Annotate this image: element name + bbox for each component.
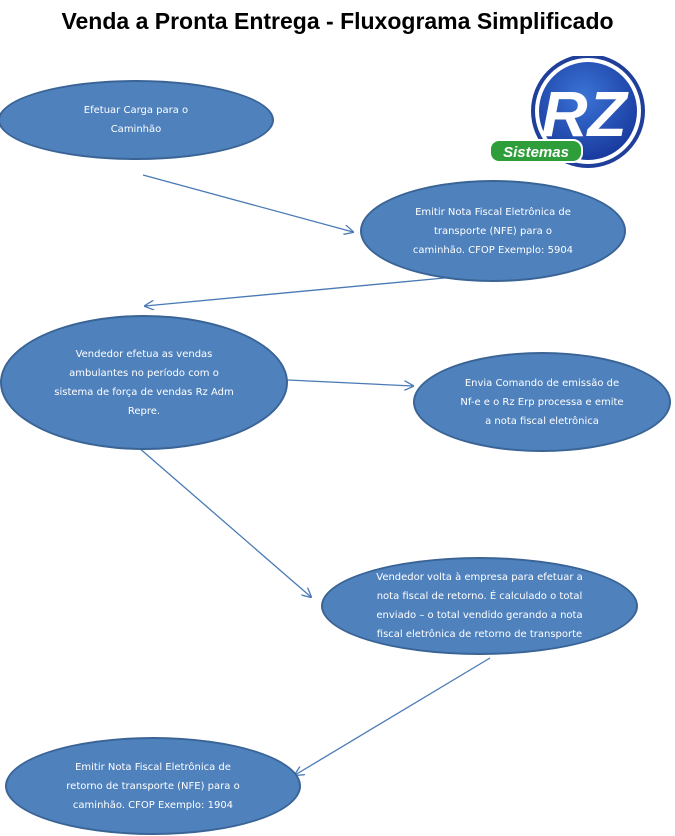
node-line: retorno de transporte (NFE) para o — [66, 780, 240, 792]
node-line: transporte (NFE) para o — [433, 225, 553, 237]
node-line: nota fiscal de retorno. É calculado o to… — [376, 591, 583, 602]
logo-rz-text: RZ — [541, 78, 629, 150]
node-line: ambulantes no período com o — [69, 367, 219, 379]
arrow-nfe-to-vendas — [145, 276, 456, 306]
arrow-vendas-to-comando — [287, 379, 413, 386]
node-line: caminhão. CFOP Exemplo: 1904 — [72, 799, 234, 811]
logo-banner — [489, 139, 583, 163]
node-line: fiscal eletrônica de retorno de transpor… — [376, 629, 583, 640]
node-efetuar-carga: Efetuar Carga para o Caminhão — [0, 80, 274, 160]
arrow-vendas-to-retorno — [137, 446, 311, 597]
node-vendedor-vendas: Vendedor efetua as vendas ambulantes no … — [0, 315, 288, 450]
node-envia-comando: Envia Comando de emissão de Nf-e e o Rz … — [413, 352, 671, 452]
node-line: Envia Comando de emissão de — [464, 377, 620, 389]
arrow-carga-to-nfe — [142, 174, 353, 232]
logo-inner-circle — [539, 62, 637, 160]
page-title: Venda a Pronta Entrega - Fluxograma Simp… — [61, 8, 614, 34]
node-line: Nf-e e o Rz Erp processa e emite — [460, 396, 624, 408]
node-emitir-nfe-transporte: Emitir Nota Fiscal Eletrônica de transpo… — [360, 180, 626, 282]
node-line: Vendedor efetua as vendas — [75, 348, 213, 360]
node-line: Emitir Nota Fiscal Eletrônica de — [75, 761, 231, 773]
node-line: Vendedor volta à empresa para efetuar a — [376, 572, 583, 583]
arrow-retorno-to-nfe-retorno — [295, 657, 491, 775]
node-vendedor-retorno: Vendedor volta à empresa para efetuar a … — [321, 557, 638, 655]
node-line: Efetuar Carga para o — [83, 105, 189, 116]
rz-sistemas-logo: RZ Sistemas — [489, 56, 645, 168]
logo-sistemas-text: Sistemas — [503, 144, 569, 161]
node-line: Caminhão — [110, 124, 162, 135]
node-emitir-nfe-retorno: Emitir Nota Fiscal Eletrônica de retorno… — [5, 737, 301, 835]
node-line: caminhão. CFOP Exemplo: 5904 — [412, 244, 574, 256]
node-line: sistema de força de vendas Rz Adm — [54, 386, 234, 398]
node-line: Emitir Nota Fiscal Eletrônica de — [415, 206, 571, 218]
node-line: Repre. — [127, 405, 161, 417]
node-line: enviado – o total vendido gerando a nota — [376, 610, 583, 621]
node-line: a nota fiscal eletrônica — [485, 415, 599, 427]
